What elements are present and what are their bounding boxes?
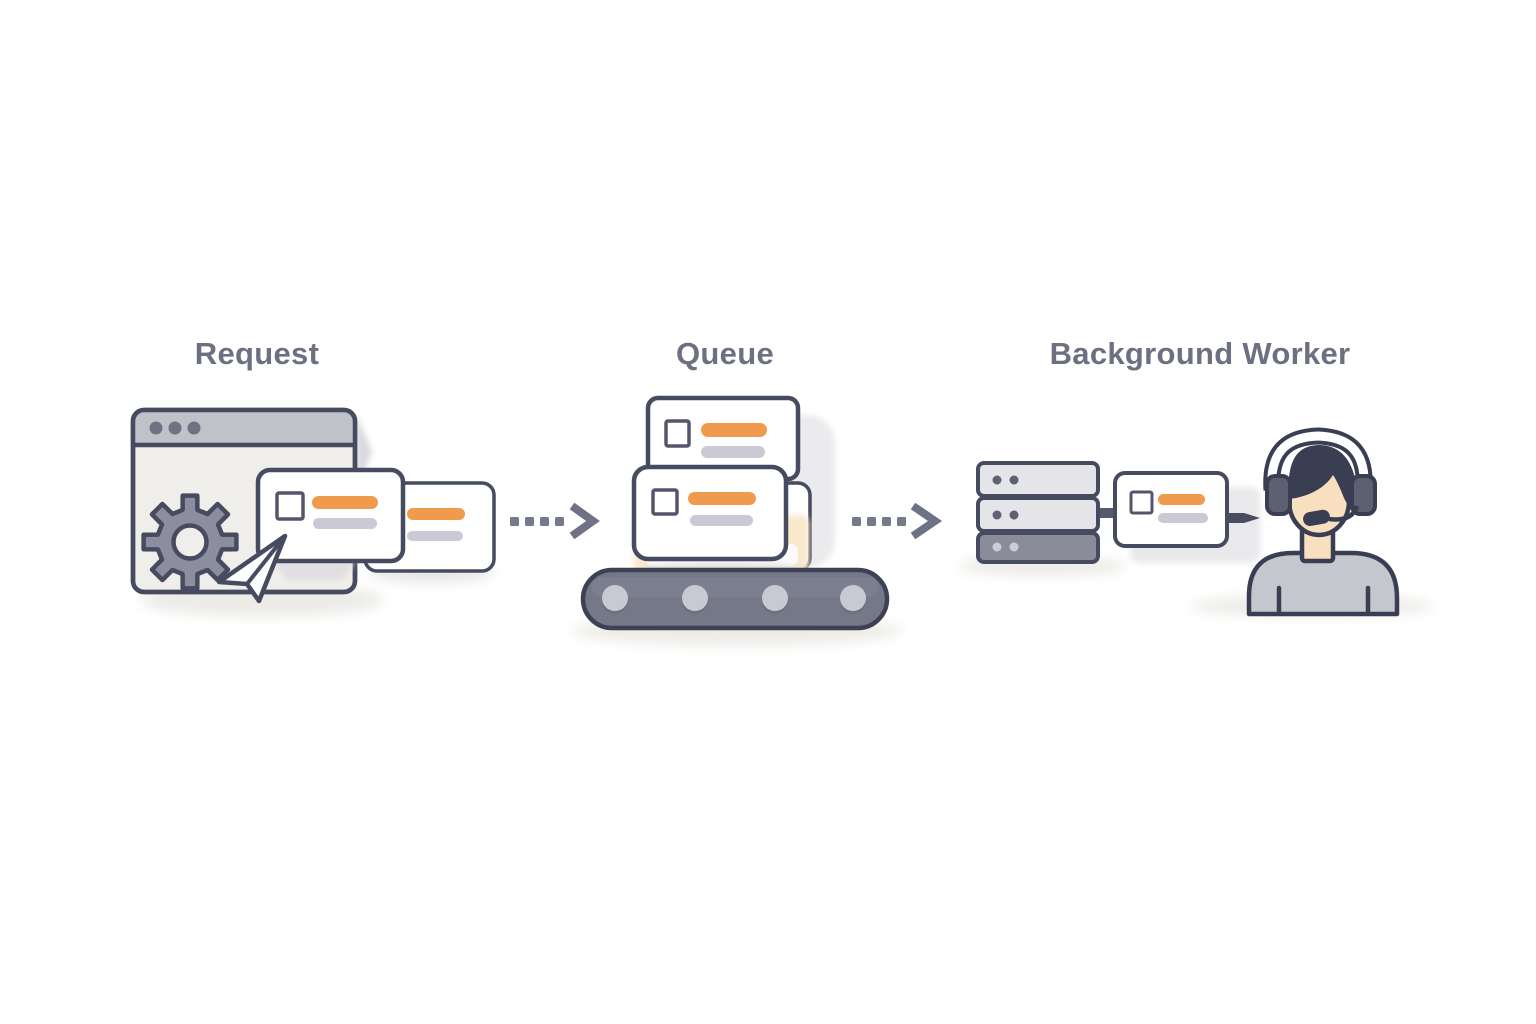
request-illustration: [130, 407, 496, 617]
headset-earcup: [1265, 474, 1292, 516]
task-card: [255, 467, 406, 564]
task-title-bar: [688, 492, 756, 505]
server-led: [1009, 510, 1019, 520]
conveyor-belt-icon: [580, 567, 890, 631]
agent-torso: [1246, 550, 1400, 617]
gear-icon: [141, 493, 239, 591]
belt-rollers: [602, 585, 866, 614]
window-dot: [149, 421, 163, 435]
headset-band-inner: [1267, 431, 1369, 491]
task-title-bar: [312, 496, 378, 509]
task-checkbox: [651, 488, 679, 516]
step-title-background-worker: Background Worker: [1049, 336, 1351, 371]
task-title-bar: [1158, 494, 1205, 505]
paper-plane-cursor-icon: [216, 533, 288, 604]
task-card: [631, 464, 789, 562]
arrowhead: [569, 502, 600, 540]
step-title-queue: Queue: [676, 336, 774, 371]
task-subtitle-bar: [690, 515, 753, 526]
server-led: [992, 475, 1002, 485]
card-on-window-shadow: [272, 561, 356, 580]
task-checkbox: [664, 419, 691, 448]
server-card-link: [1090, 508, 1122, 518]
task-subtitle-bar: [701, 446, 765, 458]
dotted-arrow-icon: [510, 502, 600, 540]
task-title-bar: [701, 423, 767, 437]
server-stack-icon: [976, 461, 1100, 564]
headset-mic-boom: [1328, 505, 1360, 522]
queue-illustration: [572, 395, 902, 646]
task-checkbox: [275, 491, 305, 521]
window-dot: [187, 421, 201, 435]
task-checkbox: [1129, 490, 1154, 515]
server-led: [1009, 542, 1019, 552]
task-subtitle-bar: [407, 531, 463, 541]
task-card: [645, 395, 801, 482]
task-card: [1113, 471, 1229, 548]
server-led: [1009, 475, 1019, 485]
support-agent-icon: [1246, 427, 1400, 617]
background-worker-illustration: [958, 427, 1434, 617]
card-worker-arrow: [1227, 513, 1260, 523]
task-subtitle-bar: [1158, 513, 1208, 523]
headset-earcup: [1350, 474, 1377, 516]
agent-hair: [1288, 445, 1358, 512]
dotted-arrow-icon: [852, 502, 943, 540]
server-led: [992, 510, 1002, 520]
headset-mic: [1303, 509, 1330, 527]
step-title-request: Request: [194, 336, 320, 371]
task-subtitle-bar: [313, 518, 377, 529]
task-title-bar: [407, 508, 465, 520]
window-dot: [168, 421, 182, 435]
server-led: [992, 542, 1002, 552]
arrowhead: [910, 502, 943, 540]
